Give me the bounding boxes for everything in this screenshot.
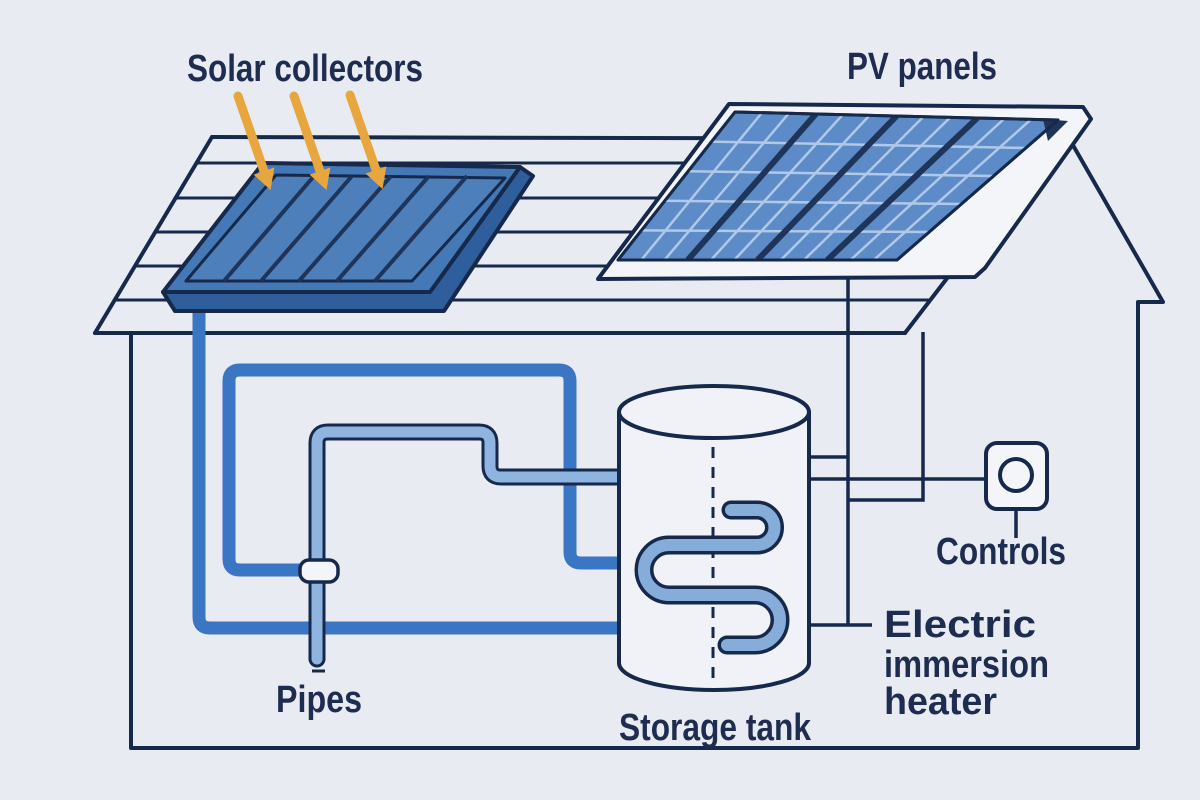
controls-box-icon [984, 441, 1049, 511]
house-walls [129, 138, 1165, 750]
pv-panel-icon [596, 102, 1093, 281]
label-immersion-line1: Electric [884, 604, 1036, 646]
controls-dial-icon [998, 457, 1034, 493]
pipe-valve-icon [298, 558, 340, 584]
solar-collector-icon [161, 161, 535, 313]
label-controls: Controls [936, 531, 1066, 573]
pv-corner-wedge [1043, 119, 1068, 141]
label-storage-tank: Storage tank [619, 707, 812, 749]
sun-rays-arrows-icon [233, 90, 387, 190]
pipe-collector-to-tank [192, 306, 625, 635]
label-electric-immersion-heater: Electric immersion heater [884, 604, 1049, 723]
pipe-loop-to-tank [222, 363, 625, 577]
sun-ray-arrow [233, 91, 275, 190]
wire-roof-down [848, 332, 925, 502]
label-pv-panels: PV panels [847, 46, 997, 88]
pv-cells-outline [616, 110, 1060, 262]
collector-stripes [222, 174, 469, 283]
roof-right-edge [903, 275, 950, 335]
storage-tank-icon [617, 384, 811, 692]
pv-sub-panel-dividers [685, 112, 980, 260]
tank-top [617, 384, 811, 440]
wires-group [806, 275, 1018, 627]
label-immersion-line2: immersion [884, 644, 1049, 686]
sun-ray-arrow [345, 90, 387, 189]
heat-exchanger-coil-icon [634, 500, 790, 655]
sun-ray-arrow [289, 91, 331, 190]
label-pipes: Pipes [276, 679, 362, 721]
label-immersion-line3: heater [884, 681, 997, 723]
pipes-group [192, 306, 634, 673]
label-solar-collectors: Solar collectors [187, 48, 423, 90]
pipe-light-fill [311, 426, 631, 665]
